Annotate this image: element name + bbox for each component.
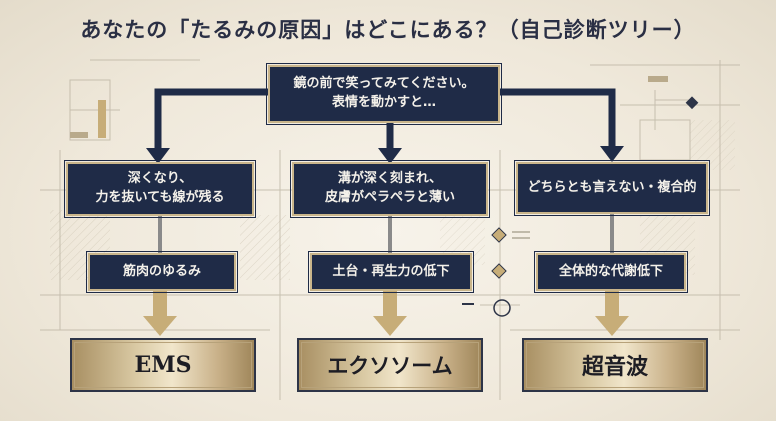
treatment-text-3: 超音波 xyxy=(581,354,648,380)
root-question-text: 鏡の前で笑ってみてください。 表情を動かすと… xyxy=(293,76,475,110)
cause-box-3: 全体的な代謝低下 xyxy=(534,251,688,293)
condition-box-2: 溝が深く刻まれ、 皮膚がペラペラと薄い xyxy=(290,160,490,218)
treatment-box-ems: EMS xyxy=(70,338,256,392)
condition-text-3: どちらとも言えない・複合的 xyxy=(527,179,697,195)
condition-text-1: 深くなり、 力を抜いても線が残る xyxy=(95,171,225,205)
cause-text-3: 全体的な代謝低下 xyxy=(558,263,663,279)
cause-text-1: 筋肉のゆるみ xyxy=(122,263,201,279)
treatment-text-1: EMS xyxy=(134,352,192,378)
root-question-box: 鏡の前で笑ってみてください。 表情を動かすと… xyxy=(266,63,502,125)
cause-box-2: 土台・再生力の低下 xyxy=(308,251,474,293)
treatment-text-2: エクソソーム xyxy=(327,353,453,378)
cause-text-2: 土台・再生力の低下 xyxy=(332,263,450,279)
condition-box-1: 深くなり、 力を抜いても線が残る xyxy=(64,160,256,218)
condition-text-2: 溝が深く刻まれ、 皮膚がペラペラと薄い xyxy=(324,171,455,205)
treatment-box-ultrasound: 超音波 xyxy=(522,338,708,392)
cause-box-1: 筋肉のゆるみ xyxy=(86,251,238,293)
page-title: あなたの「たるみの原因」はどこにある？（自己診断ツリー） xyxy=(80,18,696,42)
condition-box-3: どちらとも言えない・複合的 xyxy=(514,160,710,216)
treatment-box-exosome: エクソソーム xyxy=(297,338,483,392)
